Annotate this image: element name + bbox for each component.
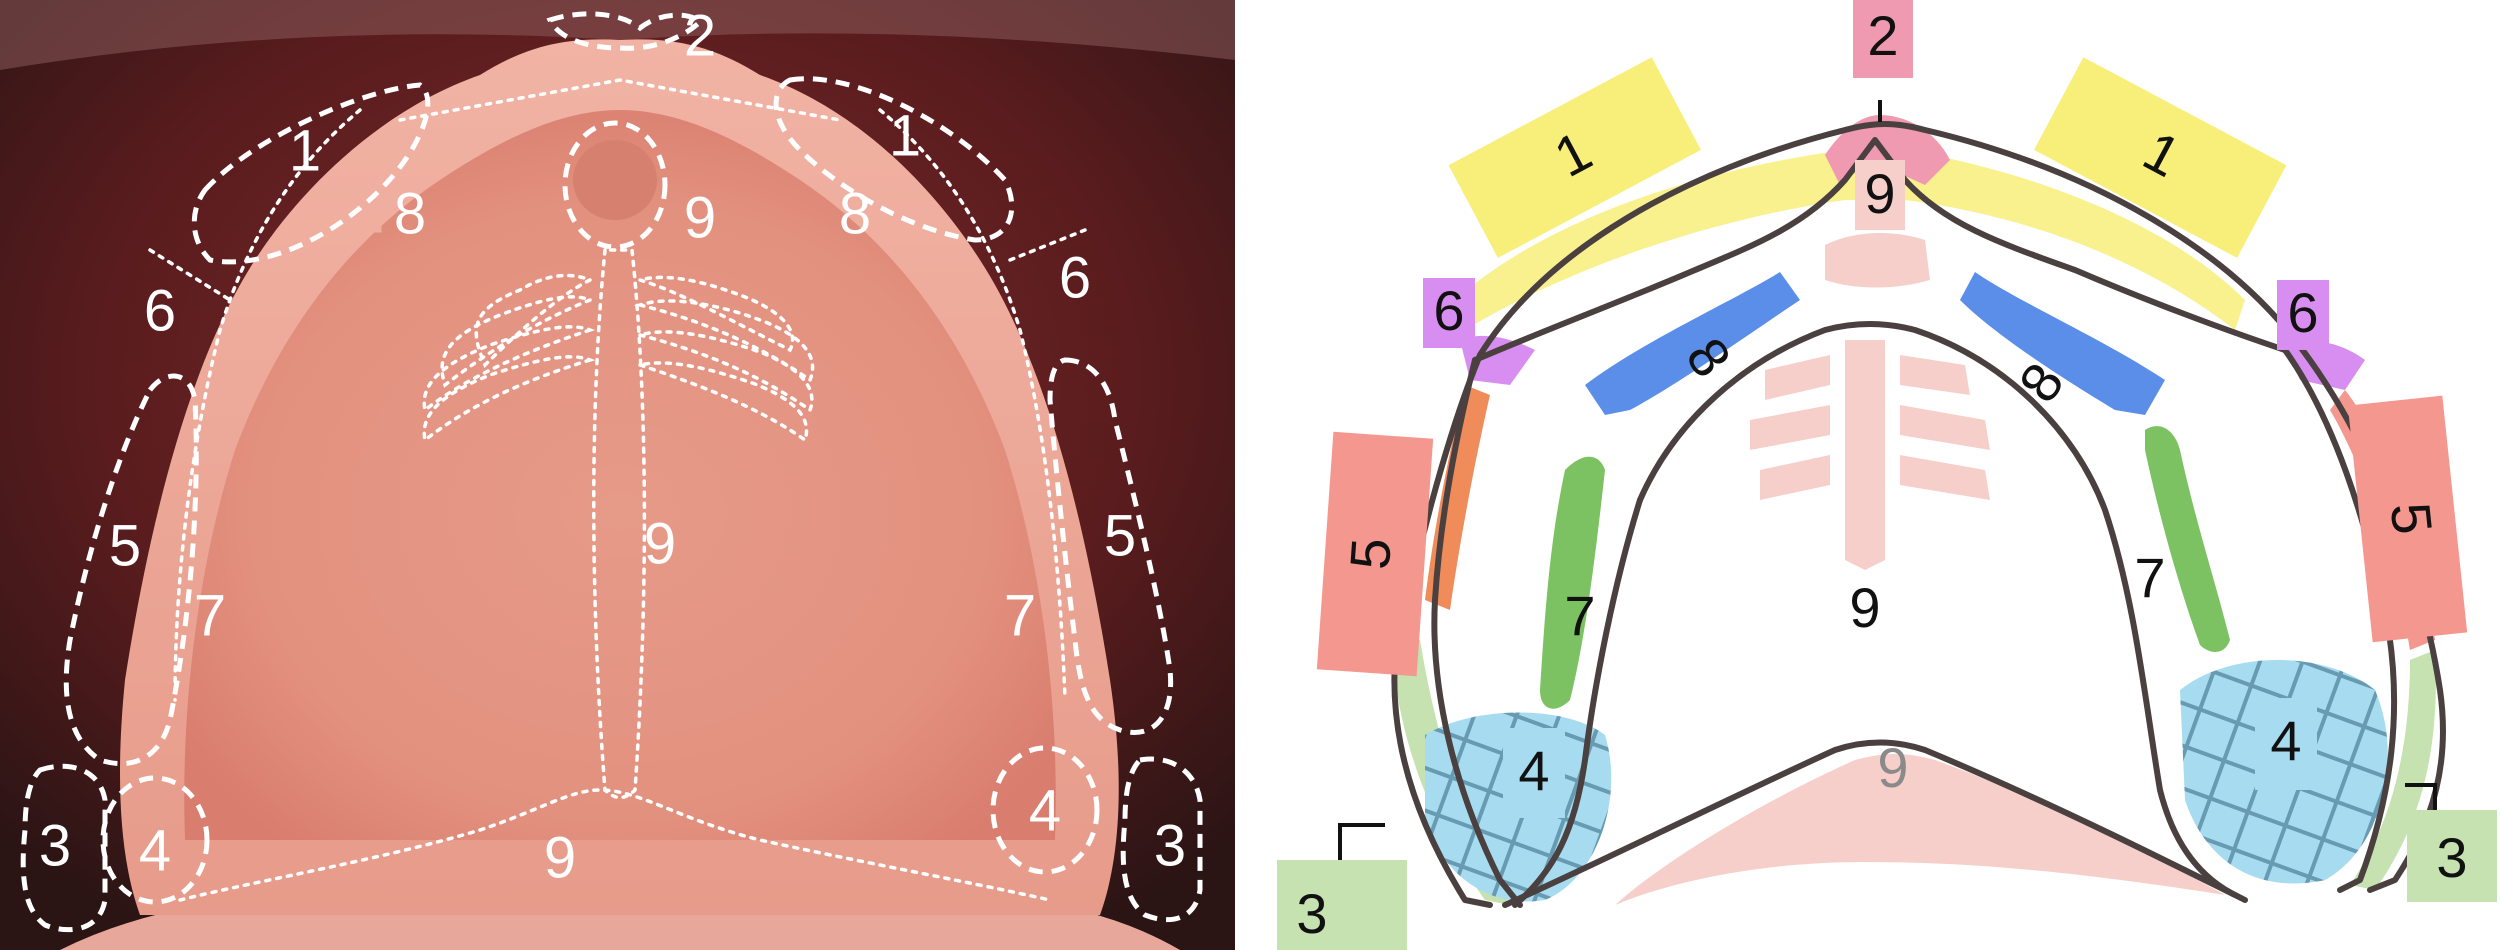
diagram-label-7-left: 7	[1564, 584, 1595, 647]
diagram-label-5-right: 5	[2379, 500, 2445, 538]
diagram-label-9-mid: 9	[1849, 576, 1880, 639]
diagram-label-5-left: 5	[1338, 536, 1403, 571]
diagram-label-2: 2	[1867, 4, 1898, 67]
schematic-illustration: 1 1 2 3 3 4 4 5 5 6 6 7 7 8 8 9 9 9	[1245, 0, 2500, 950]
edentulous-maxilla-photo: 1 1 2 3 3 4 4 5 5 6 6 7 7 8 8 9 9 9	[0, 0, 1235, 950]
zone9-raphe-region	[1845, 340, 1885, 570]
photo-label-7-right: 7	[1004, 583, 1036, 648]
photo-label-2: 2	[684, 3, 716, 68]
photo-label-9-bottom: 9	[544, 825, 576, 890]
photo-label-9-top: 9	[684, 185, 716, 250]
photo-label-3-left: 3	[39, 813, 71, 878]
photo-label-4-left: 4	[139, 818, 171, 883]
zone9-papilla-region	[1825, 233, 1930, 287]
photo-label-1-right: 1	[889, 103, 921, 168]
photo-label-8-left: 8	[394, 181, 426, 246]
zone9-posterior-region	[1615, 754, 2225, 905]
diagram-label-4-right: 4	[2270, 709, 2301, 772]
photo-label-9-mid: 9	[644, 511, 676, 576]
incisive-papilla	[573, 140, 657, 220]
photo-label-1-left: 1	[289, 118, 321, 183]
diagram-label-6-left: 6	[1433, 279, 1464, 342]
photo-label-4-right: 4	[1029, 778, 1061, 843]
zone7-left-region	[1540, 457, 1605, 709]
photo-illustration: 1 1 2 3 3 4 4 5 5 6 6 7 7 8 8 9 9 9	[0, 0, 1235, 950]
photo-label-7-left: 7	[194, 583, 226, 648]
diagram-label-3-left: 3	[1296, 882, 1327, 945]
maxilla-schematic-diagram: 1 1 2 3 3 4 4 5 5 6 6 7 7 8 8 9 9 9	[1245, 0, 2500, 950]
photo-label-6-right: 6	[1059, 245, 1091, 310]
diagram-label-6-right: 6	[2287, 281, 2318, 344]
diagram-label-9-bottom: 9	[1877, 736, 1908, 799]
leader-3-left	[1340, 825, 1385, 860]
photo-label-8-right: 8	[839, 181, 871, 246]
photo-label-6-left: 6	[144, 278, 176, 343]
zone7-right-region	[2145, 426, 2230, 652]
photo-label-3-right: 3	[1154, 813, 1186, 878]
diagram-label-7-right: 7	[2134, 546, 2165, 609]
photo-label-5-right: 5	[1104, 503, 1136, 568]
diagram-label-9-top: 9	[1864, 162, 1895, 225]
diagram-label-4-left: 4	[1518, 739, 1549, 802]
diagram-label-3-right: 3	[2436, 826, 2467, 889]
photo-label-5-left: 5	[109, 513, 141, 578]
